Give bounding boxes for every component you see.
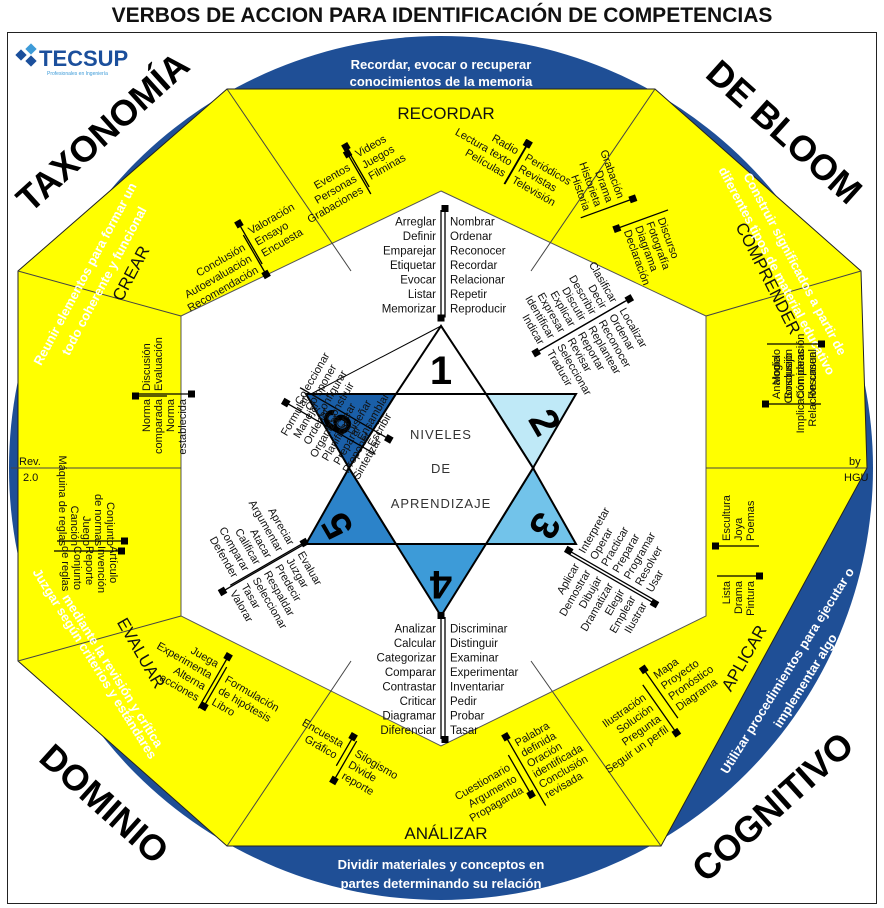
products-analizar-a: PalabradefinidaOraciónidentificadaConclu… [501,720,590,806]
products-aplicar-a-item: Joya [733,517,745,541]
by-name: HGU [844,472,869,484]
verbs-recordar-left: ArreglarDefinirEmparejarEtiquetarEvocarL… [382,210,445,322]
verbs-recordar-left-item: Etiquetar [390,260,436,272]
section-dividers [11,88,867,847]
verbs-recordar-right-item: Reproducir [450,304,506,316]
verbs-analizar-right-item: Tasar [450,725,478,737]
verbs-analizar-left-item: Comparar [385,667,436,679]
verbs-comprender-b: LocalizarOrdenarReconocerReplantearRepor… [539,294,649,398]
products-aplicar-a-item: Poemas [745,500,757,541]
page-title: VERBOS DE ACCION PARA IDENTIFICACIÓN DE … [111,4,773,27]
products-comprender-d-item: Analogía [771,355,783,399]
section-recordar: RECORDAR [397,104,494,123]
tecsup-logo-icon [15,43,37,67]
products-evaluar-c-item: Máquina de reglas [56,455,68,546]
verbs-analizar-right-item: Experimentar [450,667,519,679]
products-comprender-c-item: Relación casual [807,349,819,427]
ring-text-top-2: conocimientos de la memoria [350,74,534,89]
verbs-recordar-left-item: Arreglar [395,217,436,229]
products-comprender-d-item: Bosquejo [783,353,795,399]
by-label: by [849,456,861,468]
verbs-analizar-left-item: Diferenciar [380,725,436,737]
products-evaluar-d-item: Conjunto [71,546,83,590]
products-comprender-d-item: Resumen [807,352,819,399]
logo-tagline: Profesionales en Ingeniería [47,71,108,77]
center-line-1: NIVELES [410,427,472,442]
verbs-recordar-right: NombrarOrdenarReconocerRecordarRelaciona… [441,205,506,318]
products-aplicar-a-item: Escultura [721,494,733,541]
verbs-recordar-right-item: Repetir [450,289,487,301]
products-crear-d-item: comparada [153,398,165,454]
verbs-recordar-right-item: Relacionar [450,275,505,287]
verbs-analizar-right-item: Pedir [450,696,477,708]
products-evaluar-d-item: de reglas [59,546,71,592]
products-evaluar-c-item: Canción [68,506,80,546]
products-crear-c-item: Discusión [141,343,153,391]
products-comprender-c-item: Implicación ideas [795,349,807,434]
verbs-analizar-right-item: Discriminar [450,624,508,636]
products-evaluar-c-item: Juego [80,516,92,546]
products-comprender-c-item: Modelo [771,349,783,385]
products-aplicar-b-item: Lista [721,580,733,604]
verbs-recordar-right-item: Recordar [450,260,497,272]
center-line-2: DE [431,461,451,476]
tecsup-logo: TECSUP Profesionales en Ingeniería [13,41,135,77]
products-comprender-c-item: Conclusión [783,349,795,403]
products-evaluar-d-item: Reporte [83,546,95,585]
products-evaluar-c-item: de normas [92,494,104,546]
rev-label: Rev. [19,456,41,468]
ring-text-top-1: Recordar, evocar o recuperar [351,57,532,72]
products-aplicar-b-item: Pintura [745,580,757,616]
verbs-analizar-right-item: Examinar [450,653,499,665]
verbs-recordar-right-item: Ordenar [450,231,492,243]
center-line-3: APRENDIZAJE [391,496,492,511]
verb-layer: ArreglarDefinirEmparejarEtiquetarEvocarL… [54,126,825,825]
verbs-analizar-right-item: Distinguir [450,638,498,650]
verbs-recordar-left-item: Evocar [400,275,436,287]
verbs-recordar-left-item: Definir [403,231,436,243]
section-analizar: ANÁLIZAR [404,824,487,843]
verbs-analizar-left-item: Analizar [394,624,436,636]
rev-number: 2.0 [23,472,38,484]
ring-text-bottom-1: Dividir materiales y conceptos en [338,857,545,872]
level-1-number: 1 [430,349,452,393]
logo-name: TECSUP [39,46,128,71]
level-4-number: 4 [429,562,452,606]
verbs-analizar-right-item: Inventariar [450,682,505,694]
verbs-analizar-left-item: Criticar [400,696,437,708]
diagram-frame: 1 2 3 4 5 6 NIVELES DE APRENDIZAJE RECOR… [7,32,877,904]
products-crear-c-item: Evaluación [153,337,165,391]
products-evaluar-d-item: Artículo [107,546,119,583]
verbs-analizar-left-item: Calcular [394,638,436,650]
products-comprender-d-item: Comparación [795,334,807,399]
products-crear-d-item: establecida [177,398,189,455]
verbs-recordar-right-item: Nombrar [450,217,495,229]
products-evaluar-d-item: Invención [95,546,107,593]
verbs-analizar-right: DiscriminarDistinguirExaminarExperimenta… [441,617,519,743]
verbs-analizar-right-item: Probar [450,711,485,723]
ring-text-bottom-2: partes determinando su relación [341,876,542,891]
verbs-recordar-left-item: Listar [408,289,436,301]
verbs-analizar-left-item: Categorizar [377,653,437,665]
bloom-diagram: 1 2 3 4 5 6 NIVELES DE APRENDIZAJE RECOR… [8,36,873,900]
verbs-analizar-left: AnalizarCalcularCategorizarCompararContr… [377,612,445,739]
verbs-analizar-left-item: Diagramar [382,711,436,723]
products-crear-d-item: Norma [165,398,177,432]
products-evaluar-c-item: Conjunto [104,502,116,546]
products-crear-d-item: Norma [141,398,153,432]
products-aplicar-b-item: Drama [733,580,745,614]
verbs-recordar-left-item: Memorizar [382,304,436,316]
verbs-analizar-left-item: Contrastar [382,682,436,694]
verbs-recordar-left-item: Emparejar [383,246,436,258]
verbs-recordar-right-item: Reconocer [450,246,506,258]
